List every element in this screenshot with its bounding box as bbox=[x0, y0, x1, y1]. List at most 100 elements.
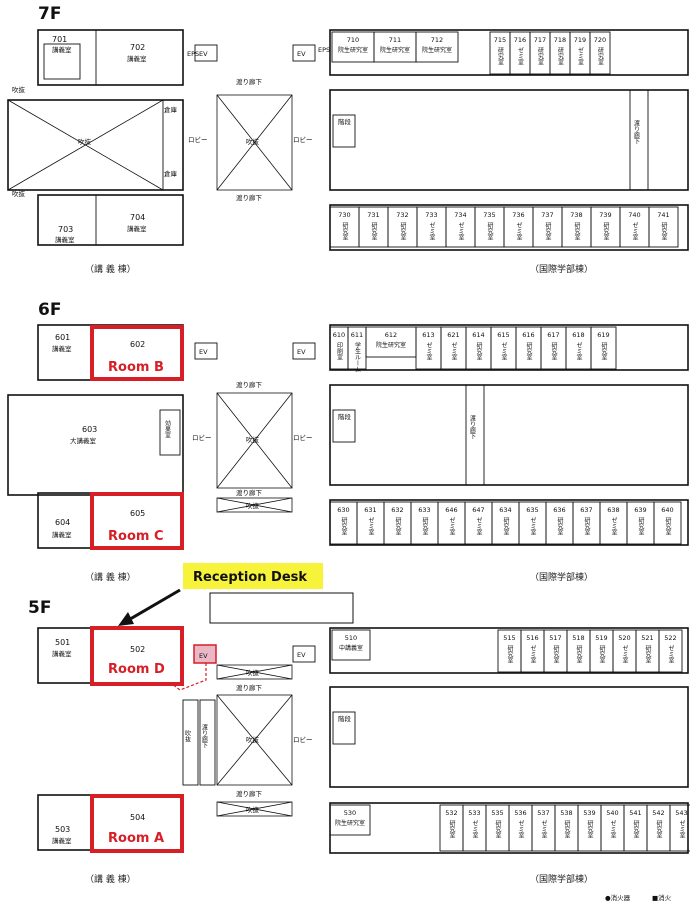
room-name: 研究室 bbox=[602, 222, 609, 240]
room-name: ゼミ室 bbox=[457, 221, 464, 240]
room-name: 研究室 bbox=[497, 47, 504, 65]
intl-5f-corridor bbox=[329, 686, 689, 788]
room-number: 617 bbox=[547, 331, 559, 339]
room-number: 515 bbox=[503, 634, 515, 642]
room-number: 519 bbox=[595, 634, 607, 642]
svg-text:（国際学部棟）: （国際学部棟） bbox=[530, 571, 593, 583]
room-cell bbox=[329, 804, 371, 836]
intl-7f-corridor bbox=[329, 89, 689, 191]
svg-text:501: 501 bbox=[55, 638, 70, 647]
room-name: 研究室 bbox=[637, 517, 644, 535]
svg-text:■消火: ■消火 bbox=[652, 893, 672, 902]
room-number: 630 bbox=[337, 506, 349, 514]
svg-text:ロビー: ロビー bbox=[188, 135, 208, 144]
room-cell bbox=[589, 31, 611, 75]
room-name: ゼミ室 bbox=[529, 516, 536, 535]
room-name: ゼミ室 bbox=[621, 644, 628, 663]
svg-text:EV: EV bbox=[297, 50, 306, 58]
svg-text:ロビー: ロビー bbox=[293, 735, 313, 744]
room-cell bbox=[590, 326, 617, 370]
room-cell bbox=[669, 804, 690, 852]
floor-6f: 6F 601 講義室 602 603 大講義室 効果室 604 講義室 605 … bbox=[7, 300, 689, 583]
svg-text:渡り廊下: 渡り廊下 bbox=[236, 380, 263, 389]
reception-ev bbox=[193, 644, 217, 664]
room-number: 635 bbox=[526, 506, 538, 514]
room-name: 印刷室 bbox=[336, 342, 343, 360]
reception-arrow bbox=[124, 588, 181, 624]
room-name: 研究室 bbox=[598, 645, 605, 663]
room-number: 647 bbox=[472, 506, 484, 514]
room-cell bbox=[415, 31, 459, 63]
svg-text:講義室: 講義室 bbox=[55, 235, 75, 244]
room-number: 719 bbox=[574, 36, 586, 44]
room-name: 院生研究室 bbox=[335, 819, 365, 827]
room-number: 716 bbox=[514, 36, 526, 44]
svg-text:効果室: 効果室 bbox=[164, 419, 171, 438]
room-number: 610 bbox=[333, 331, 345, 339]
room-name: ゼミ室 bbox=[450, 341, 457, 360]
room-number: 518 bbox=[572, 634, 584, 642]
room-number: 510 bbox=[345, 634, 357, 642]
room-number: 711 bbox=[389, 36, 401, 44]
room-number: 738 bbox=[570, 211, 582, 219]
svg-text:渡り廊下: 渡り廊下 bbox=[236, 193, 263, 202]
svg-text:吹抜: 吹抜 bbox=[246, 435, 260, 444]
room-name: 研究室 bbox=[475, 342, 482, 360]
room-603 bbox=[7, 394, 184, 496]
room-c-label: Room C bbox=[108, 529, 164, 544]
room-number: 540 bbox=[606, 809, 618, 817]
room-number: 633 bbox=[418, 506, 430, 514]
svg-text:渡り廊下: 渡り廊下 bbox=[236, 789, 263, 798]
room-name: 研究室 bbox=[573, 222, 580, 240]
room-number: 732 bbox=[396, 211, 408, 219]
room-cell bbox=[653, 501, 682, 545]
room-cell bbox=[648, 206, 679, 248]
room-number: 621 bbox=[447, 331, 459, 339]
svg-text:EV: EV bbox=[297, 348, 306, 356]
room-name: 研究室 bbox=[632, 820, 639, 838]
svg-text:ロビー: ロビー bbox=[293, 433, 313, 442]
room-number: 613 bbox=[422, 331, 434, 339]
room-702-block bbox=[37, 29, 184, 86]
reception-path bbox=[171, 663, 207, 691]
room-number: 522 bbox=[664, 634, 676, 642]
room-name: ゼミ室 bbox=[428, 221, 435, 240]
svg-text:渡り廊下: 渡り廊下 bbox=[201, 723, 208, 749]
room-name: ゼミ室 bbox=[515, 221, 522, 240]
room-number: 618 bbox=[572, 331, 584, 339]
atrium-7f-lecture bbox=[7, 99, 184, 191]
room-number: 541 bbox=[629, 809, 641, 817]
svg-text:講義室: 講義室 bbox=[52, 344, 72, 353]
room-name: 研究室 bbox=[552, 645, 559, 663]
room-name: 院生研究室 bbox=[338, 46, 368, 54]
room-name: 研究室 bbox=[550, 342, 557, 360]
room-number: 712 bbox=[431, 36, 443, 44]
room-name: 研究室 bbox=[600, 342, 607, 360]
room-name: 学生ルーム bbox=[354, 341, 361, 372]
room-name: 研究室 bbox=[340, 517, 347, 535]
room-cell bbox=[658, 629, 683, 673]
room-number: 646 bbox=[445, 506, 457, 514]
room-name: ゼミ室 bbox=[678, 819, 685, 838]
room-c-highlight bbox=[90, 492, 184, 550]
room-name: 研究室 bbox=[563, 820, 570, 838]
svg-text:503: 503 bbox=[55, 825, 70, 834]
intl-7f-top bbox=[329, 29, 689, 76]
room-number: 734 bbox=[454, 211, 466, 219]
room-704-block bbox=[37, 194, 184, 246]
room-name: 研究室 bbox=[660, 222, 667, 240]
svg-text:吹抜: 吹抜 bbox=[246, 501, 260, 510]
room-name: ゼミ室 bbox=[529, 644, 536, 663]
svg-text:702: 702 bbox=[130, 43, 145, 52]
room-number: 718 bbox=[554, 36, 566, 44]
room-name: ゼミ室 bbox=[425, 341, 432, 360]
room-number: 640 bbox=[661, 506, 673, 514]
room-name: 院生研究室 bbox=[380, 46, 410, 54]
floor-7f: 7F 701 講義室 702 講義室 吹抜 倉庫 倉庫 吹抜 吹抜 703 講義… bbox=[7, 4, 689, 275]
svg-text:階段: 階段 bbox=[338, 117, 352, 126]
room-name: 研究室 bbox=[341, 222, 348, 240]
room-name: ゼミ室 bbox=[367, 516, 374, 535]
room-number: 637 bbox=[580, 506, 592, 514]
room-name: 研究室 bbox=[644, 645, 651, 663]
